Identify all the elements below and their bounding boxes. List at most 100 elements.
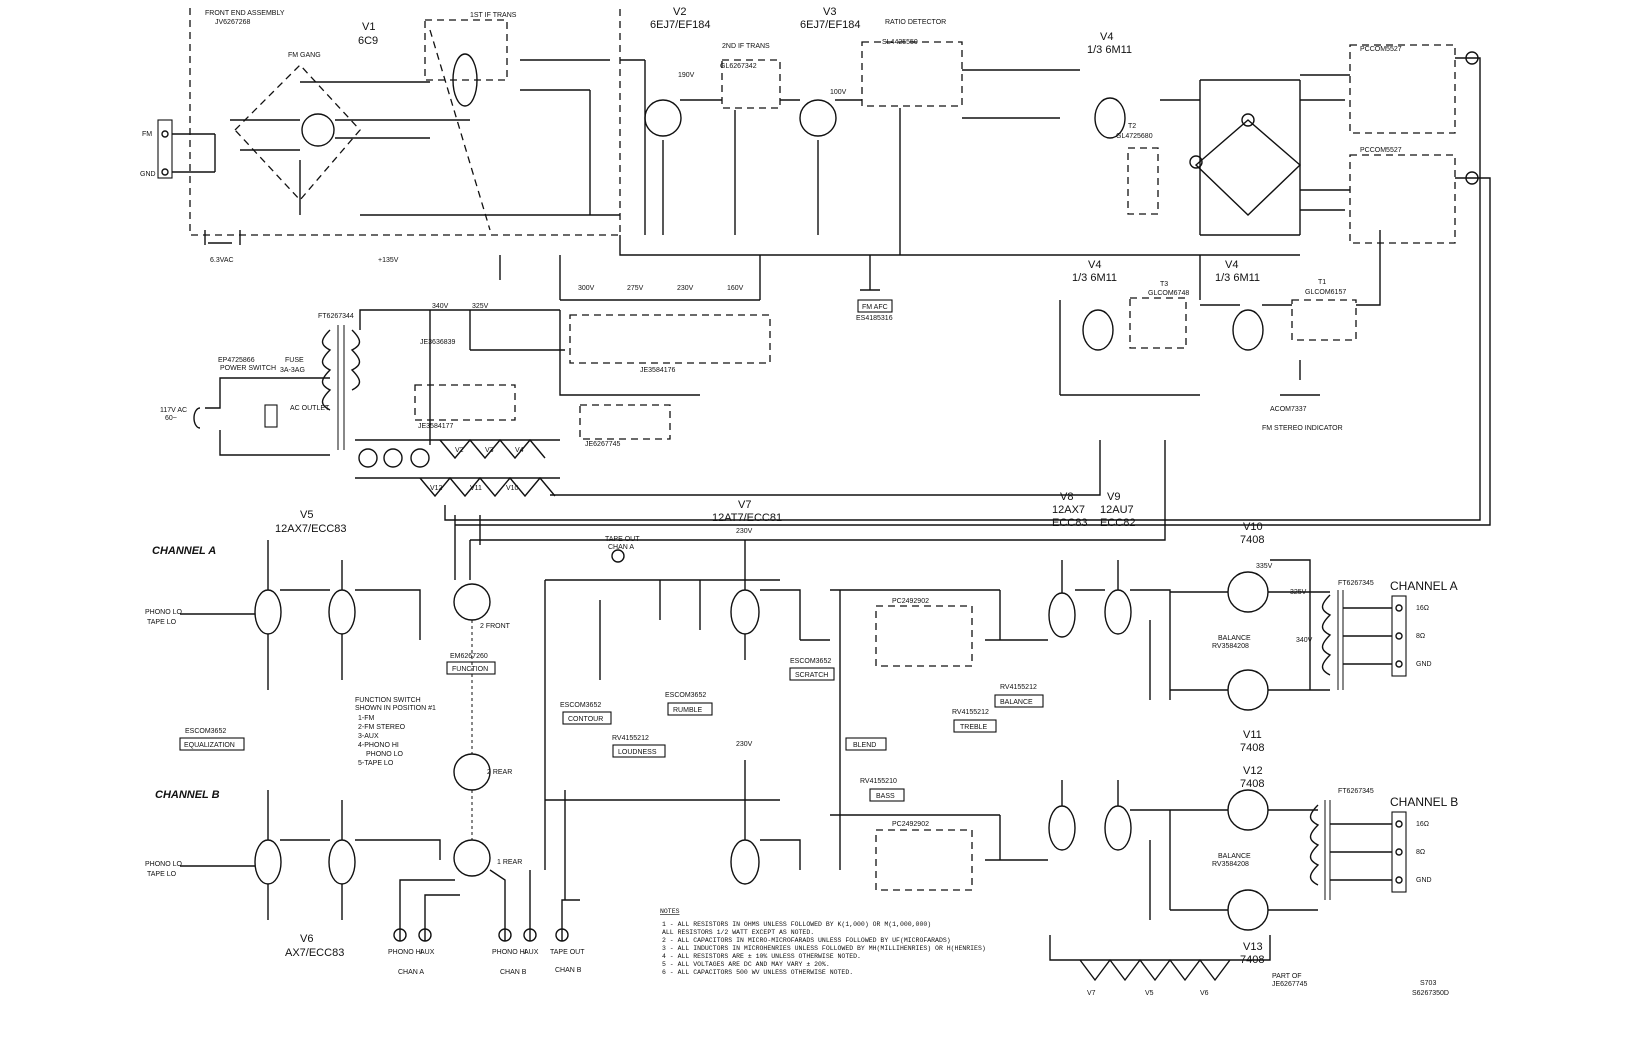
v7-name: V7 [738,499,751,511]
ac-input-freq: 60~ [165,415,177,422]
channel-a-label: CHANNEL A [152,545,216,557]
speaker-a-tap-8: 8Ω [1416,633,1425,640]
b300-label: 300V [578,285,595,292]
rumble-part: ESCOM3652 [665,692,706,699]
speaker-a-terminal-8 [1395,632,1403,640]
pc-network-2-border [1349,154,1456,244]
power-xfmr-primary [321,329,332,411]
function-position-4: 4-PHONO HI [358,742,399,749]
fuse-value: 3A-3AG [280,367,305,374]
v1-type: 6C9 [358,35,378,47]
treble-box [953,719,997,733]
second-if-label: 2ND IF TRANS [722,43,770,50]
je4-label: JE3636839 [420,339,456,346]
balance-label: BALANCE [1000,699,1033,706]
v4a-type: 1/3 6M11 [1087,44,1132,56]
fm-afc-part: ES4185316 [856,315,893,322]
pc-network-1-border [1349,44,1456,134]
t1-label: T1 [1318,279,1326,286]
ratio-detector-part: SL4425550 [882,39,918,46]
tube-v10 [1227,571,1269,613]
loudness-part: RV4155212 [612,735,649,742]
v4b-type: 1/3 6M11 [1072,272,1117,284]
front-end-border [189,8,621,236]
jack-chan-b-label: CHAN B [500,969,527,976]
balance-b-label: BALANCE [1218,853,1251,860]
je3-label: JE6267745 [585,441,621,448]
balance-box [994,694,1044,708]
tube-v13 [1227,889,1269,931]
antenna-fm-label: FM [142,131,152,138]
speaker-a-tap-gnd: GND [1416,661,1432,668]
ac-outlet-label: AC OUTLET [290,405,330,412]
v4b-name: V4 [1088,259,1101,271]
signal-bus-lines [444,440,1491,580]
power-xfmr-label: FT6267344 [318,313,354,320]
v3-plate-voltage: 100V [830,89,847,96]
channel-a-out-label: CHANNEL A [1390,579,1458,593]
function-wafer-2-rear [453,753,491,791]
v6-type: AX7/ECC83 [285,947,344,959]
bass-box [869,788,905,802]
t2-part: GL4725680 [1116,133,1153,140]
function-switch-title: FUNCTION SWITCH [355,697,421,704]
blend-box [845,737,887,751]
tube-v1 [301,113,335,147]
tube-v6a [254,839,282,885]
jack-chan-a-phono-label: PHONO HI [388,949,423,956]
filter-cap-block-2 [414,384,516,421]
tube-v8a [1048,592,1076,638]
b340-label: 340V [432,303,449,310]
multiplex-section: V4 1/3 6M11 T2 GL4725680 PCCOM5527 PCCOM… [1059,31,1491,455]
blend-label: BLEND [853,742,876,749]
v6-tape-lo: TAPE LO [147,871,177,878]
jack-tape-out-chan-label: CHAN B [555,967,582,974]
power-xfmr-core [337,325,345,450]
power-amp-section: V8 12AX7 ECC83 V9 12AU7 ECC82 V10 7408 V… [1000,491,1458,997]
tone-wiring [544,540,1001,870]
heater-tube-v2: V2 [455,447,464,454]
power-switch-label: POWER SWITCH [220,365,276,372]
speaker-a-terminal-strip [1391,595,1407,677]
v6-name: V6 [300,933,313,945]
tape-out-a-chan: CHAN A [608,544,634,551]
xfmr-a-ct-voltage: 340V [1296,637,1313,644]
tube-v2 [644,99,682,137]
v9-name: V9 [1107,491,1120,503]
heater-out-v7: V7 [1087,990,1096,997]
antenna-terminal-fm [161,130,169,138]
tube-v4c [1232,309,1264,351]
pilot-lamp-2 [383,448,403,468]
note-line-3: 2 - ALL CAPACITORS IN MICRO-MICROFARADS … [662,937,951,944]
rumble-box [667,702,713,716]
balance-b-part: RV3584208 [1212,861,1249,868]
v5-tape-lo: TAPE LO [147,619,177,626]
speaker-b-terminal-16 [1395,820,1403,828]
jack-tape-out-a [611,549,625,563]
filter-cap-block-3 [579,404,671,440]
tone-control-section: TAPE OUT CHAN A CONTOUR ESCOM3652 LOUDNE… [544,499,1044,891]
contour-box [562,711,612,725]
v7a-plate-supply: 230V [736,528,753,535]
antenna-terminal-gnd [161,168,169,176]
t3-border [1129,297,1187,349]
heater-zigzag-bottom [419,476,556,498]
function-wafer-1-rear [453,839,491,877]
tube-v5a [254,589,282,635]
v12-type: 7408 [1240,778,1264,790]
pc-network-2-label: PCCOM5527 [1360,147,1402,154]
jack-tape-out-label: TAPE OUT [550,949,585,956]
jack-wiring [399,790,580,941]
je2-label: JE3584177 [418,423,454,430]
v6-phono-lo: PHONO LO [145,861,183,868]
balance-a-part: RV3584208 [1212,643,1249,650]
function-switch-legend: FUNCTION SWITCH SHOWN IN POSITION #1 1-F… [355,697,436,767]
v2-type: 6EJ7/EF184 [650,19,711,31]
channel-b-label: CHANNEL B [155,789,220,801]
v8-type: 12AX7 [1052,504,1085,516]
t1-border [1291,299,1357,341]
tube-v3 [799,99,837,137]
function-label: FUNCTION [452,666,488,673]
loudness-label: LOUDNESS [618,749,657,756]
